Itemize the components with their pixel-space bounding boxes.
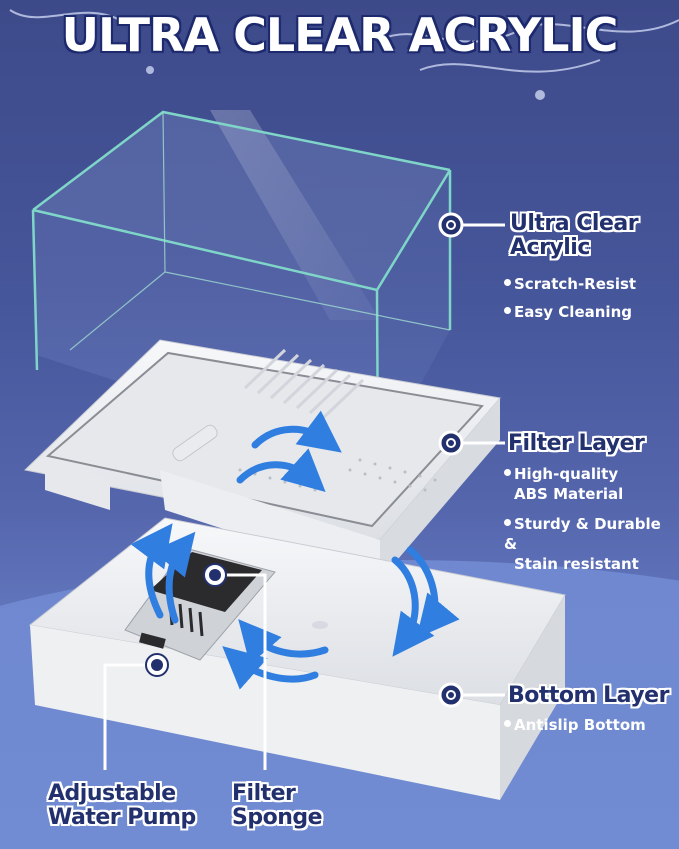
acrylic-callout-title: Ultra Clear Acrylic [510, 211, 639, 260]
page-title: ULTRA CLEAR ACRYLIC [61, 8, 619, 62]
marker-acrylic [438, 212, 464, 238]
bullet-dot-icon [504, 519, 511, 526]
bullet-dot-icon [504, 279, 511, 286]
marker-pump [145, 653, 169, 677]
filter-layer-callout-title: Filter Layer [508, 431, 645, 456]
bullet-dot-icon [504, 307, 511, 314]
callout-connectors [103, 223, 505, 770]
water-splash-decoration [9, 9, 679, 100]
acrylic-bullet-2: Easy Cleaning [504, 302, 632, 322]
marker-sponge [203, 563, 227, 587]
acrylic-title-line2: Acrylic [510, 235, 590, 260]
marker-bottom-layer [438, 682, 464, 708]
bullet-dot-icon [504, 469, 511, 476]
bottom-layer [28, 517, 566, 800]
filter-layer-bullet-2: Sturdy & Durable & Stain resistant [504, 515, 661, 573]
marker-filter-layer [438, 430, 464, 456]
pump-callout-title: Adjustable Water Pump [48, 781, 196, 830]
acrylic-title-line1: Ultra Clear [510, 211, 639, 236]
bottom-layer-callout-title: Bottom Layer [508, 683, 669, 708]
sponge-callout-title: Filter Sponge [232, 781, 323, 830]
callout-markers [145, 212, 464, 708]
bottom-layer-bullet-1: Antislip Bottom [504, 715, 646, 735]
bullet-dot-icon [504, 720, 511, 727]
acrylic-bullet-1: Scratch-Resist [504, 274, 636, 294]
filter-layer-bullet-1: High-quality ABS Material [504, 464, 623, 504]
